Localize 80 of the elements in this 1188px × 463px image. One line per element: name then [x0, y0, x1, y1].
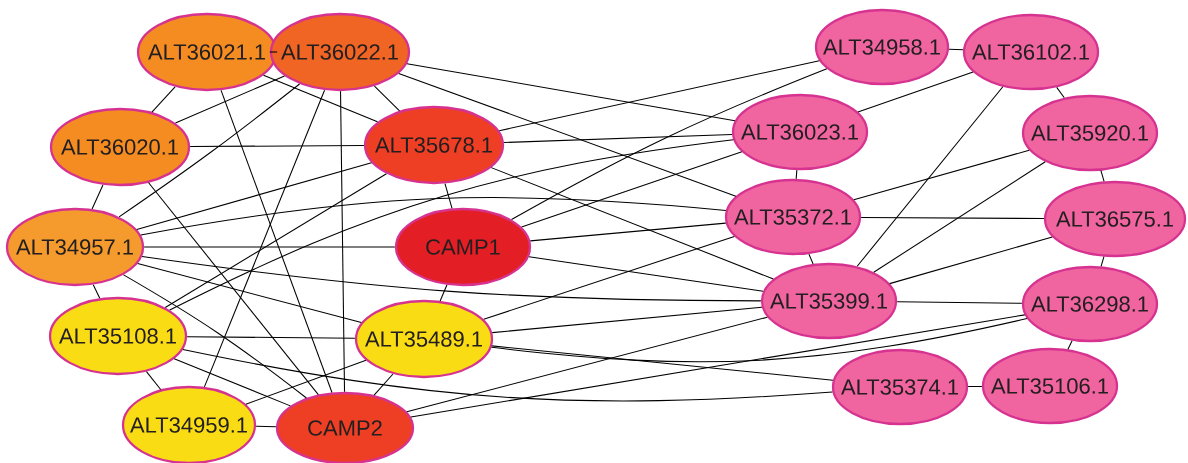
connector-line: [164, 173, 387, 308]
connector-line: [406, 316, 768, 413]
connector-line: [263, 74, 378, 123]
connector-line: [529, 222, 727, 242]
connector-line: [141, 256, 762, 302]
connector-line: [91, 184, 104, 210]
connector-line: [853, 149, 1030, 201]
connector-line: [491, 345, 834, 381]
connector-line: [410, 314, 1026, 418]
connector-line: [145, 371, 162, 391]
connector-line: [528, 256, 764, 292]
connector-line: [189, 144, 365, 148]
connector-line: [491, 318, 1028, 363]
connector-line: [857, 71, 974, 113]
connector-line: [255, 425, 277, 428]
network-node: ALT35399.1: [760, 262, 898, 340]
connector-line: [808, 253, 814, 265]
connector-line: [1056, 86, 1065, 99]
connector-line: [490, 167, 774, 280]
network-node: ALT36023.1: [731, 93, 869, 171]
network-node: ALT35920.1: [1021, 94, 1159, 172]
connector-line: [143, 246, 396, 248]
connector-line: [795, 169, 798, 180]
connector-line: [137, 263, 362, 323]
connector-line: [498, 60, 820, 132]
connector-line: [92, 284, 101, 299]
connector-line: [439, 284, 448, 302]
connector-line: [503, 133, 733, 144]
network-node: ALT36022.1: [269, 12, 411, 92]
network-node: ALT36020.1: [49, 107, 191, 187]
connector-line: [491, 306, 763, 334]
connector-line: [340, 90, 346, 393]
network-node: ALT36021.1: [136, 12, 278, 92]
network-node: ALT35108.1: [48, 296, 188, 376]
connector-line: [220, 89, 333, 394]
connector-line: [398, 72, 737, 197]
connector-line: [948, 48, 964, 51]
connector-line: [896, 301, 1023, 304]
network-node: ALT35374.1: [831, 348, 969, 426]
connector-line: [1067, 340, 1073, 350]
connector-line: [245, 359, 367, 405]
connector-line: [1100, 170, 1105, 182]
connector-line: [856, 86, 1004, 267]
connector-line: [151, 86, 176, 113]
network-node: ALT34958.1: [814, 8, 950, 86]
connector-line: [169, 139, 734, 311]
connector-line: [511, 68, 828, 221]
network-node: ALT34957.1: [5, 207, 145, 287]
connector-line: [967, 385, 983, 388]
connector-line: [203, 89, 326, 388]
network-node: ALT36575.1: [1043, 180, 1187, 258]
network-node: ALT35489.1: [354, 299, 494, 379]
connector-line: [123, 274, 307, 399]
connector-line: [889, 236, 1053, 285]
connector-line: [373, 85, 401, 112]
connector-line: [174, 75, 286, 124]
connector-line: [182, 348, 833, 402]
network-node: ALT35678.1: [363, 105, 505, 185]
connector-line: [269, 51, 278, 53]
connector-line: [483, 235, 735, 320]
connector-line: [173, 358, 291, 407]
connector-line: [148, 182, 319, 396]
network-node: ALT34959.1: [121, 385, 257, 463]
network-node: ALT35372.1: [724, 178, 862, 256]
connector-line: [140, 197, 727, 236]
connector-line: [373, 373, 394, 396]
connector-line: [406, 63, 736, 122]
connector-line: [118, 83, 301, 218]
connector-line: [444, 183, 453, 209]
network-node: ALT36102.1: [962, 13, 1100, 91]
network-node: CAMP1: [394, 207, 532, 287]
network-node: ALT36298.1: [1021, 265, 1159, 343]
connector-line: [136, 162, 373, 230]
network-node: ALT35106.1: [981, 347, 1119, 425]
connector-line: [873, 161, 1046, 273]
connector-line: [186, 336, 356, 339]
network-node: CAMP2: [275, 391, 415, 463]
connector-line: [860, 216, 1045, 220]
connector-line: [1100, 256, 1105, 267]
connector-line: [521, 151, 743, 228]
